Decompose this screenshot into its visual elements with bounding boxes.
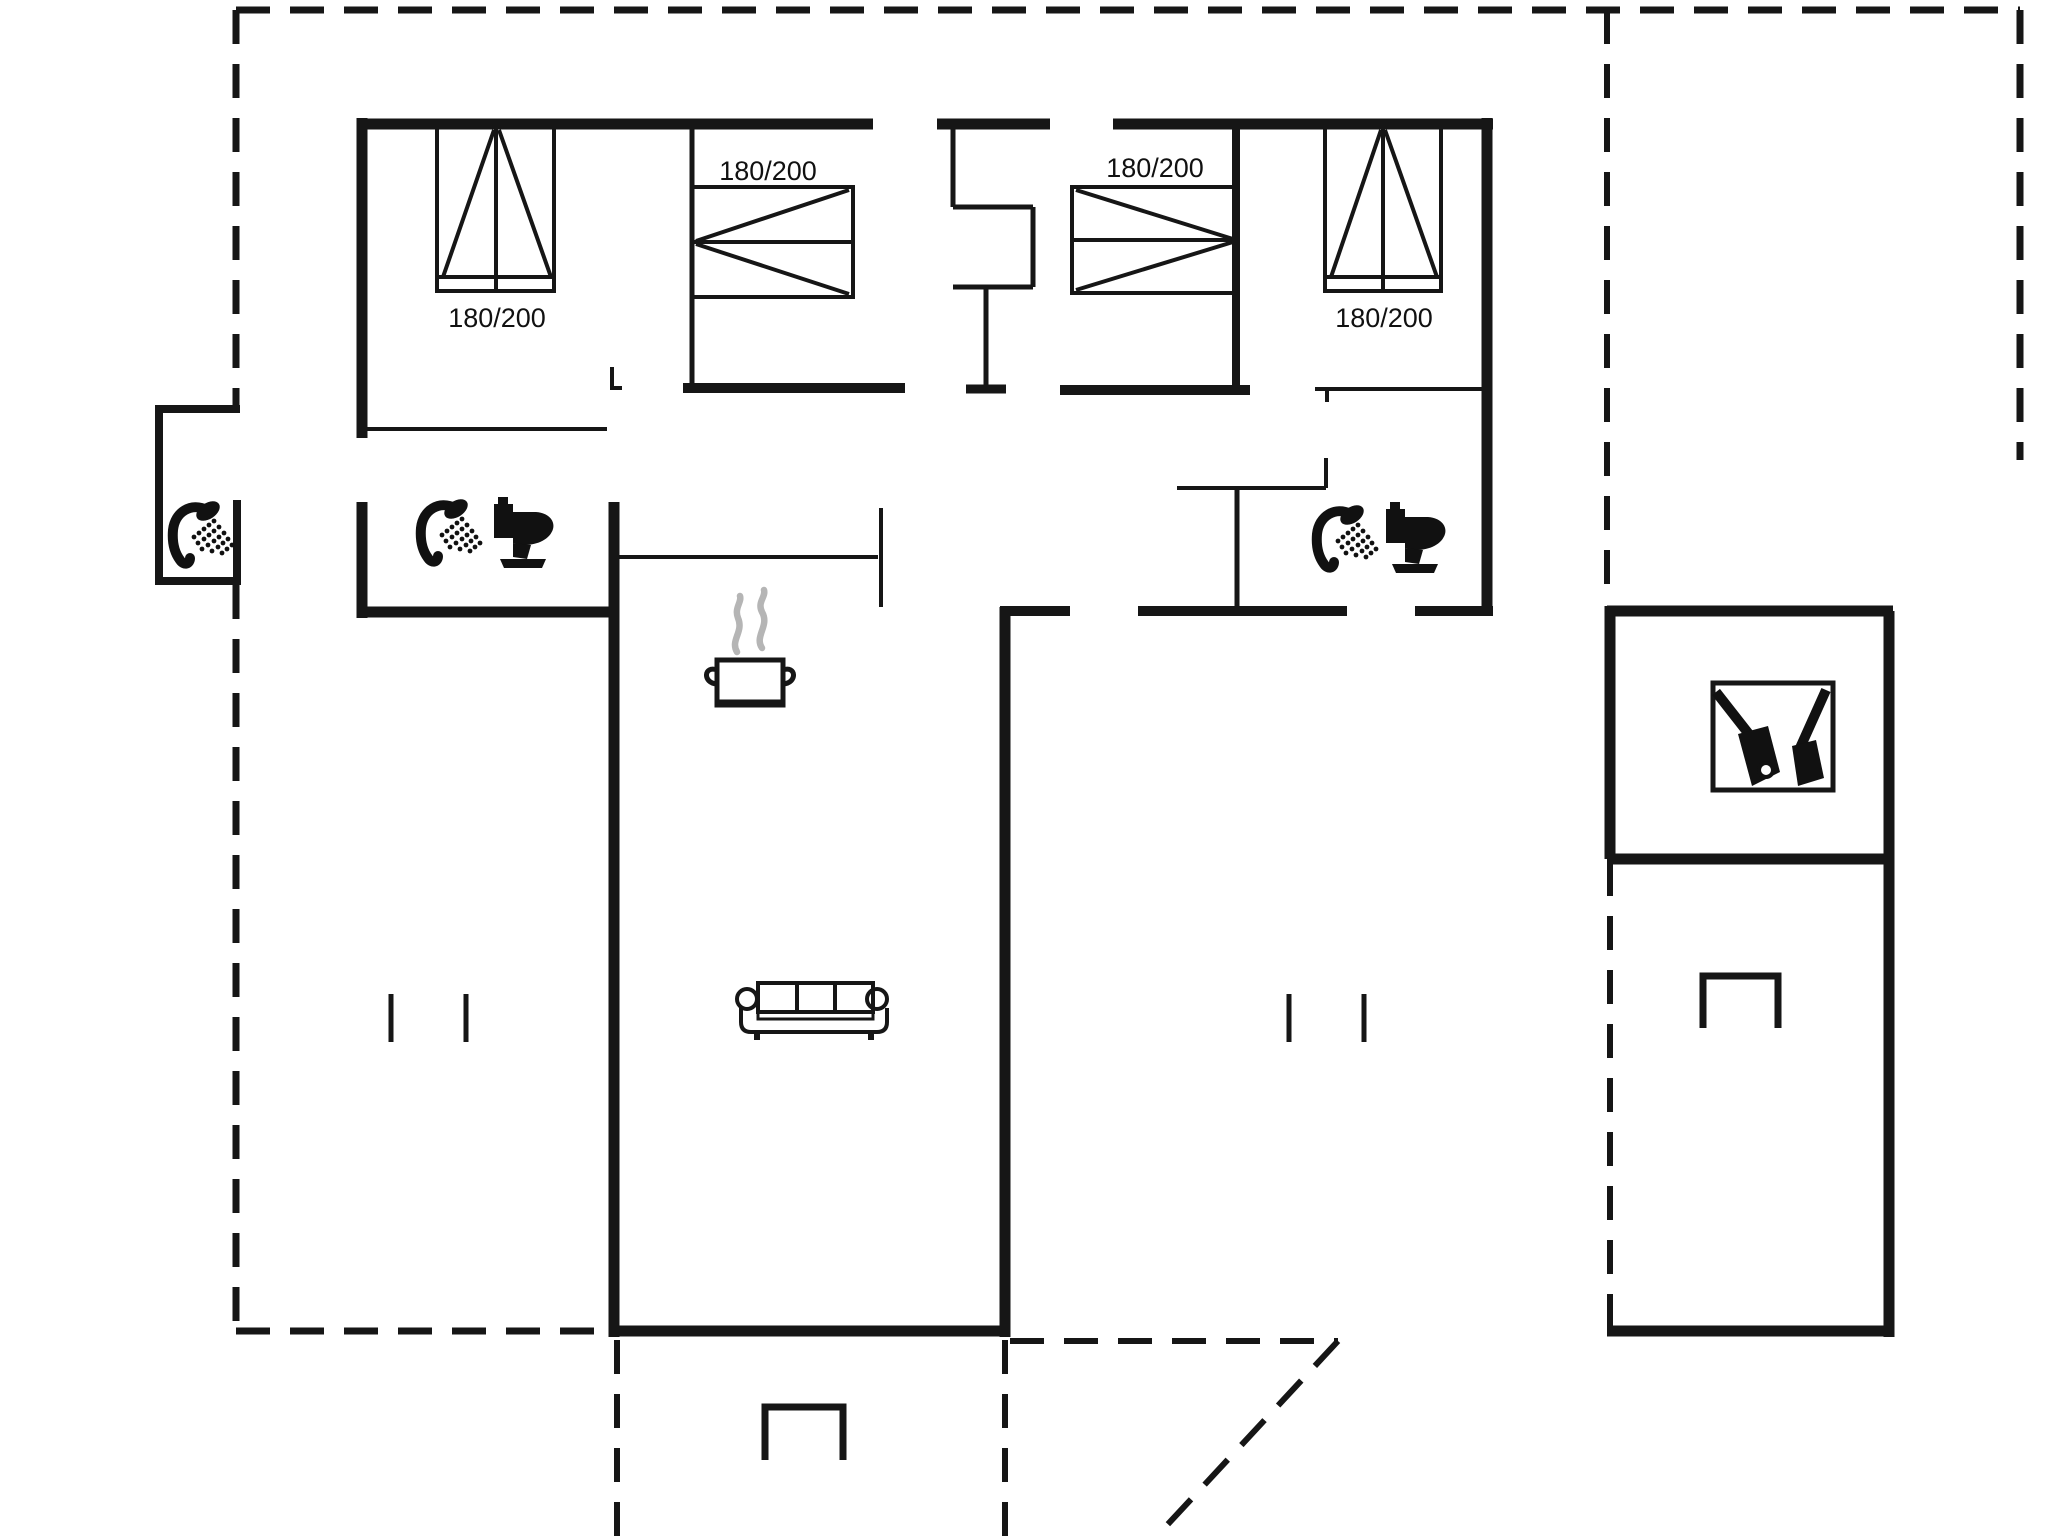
- grill-niche-icon: [1699, 972, 1782, 1028]
- kitchen-counter-lines: [615, 508, 883, 607]
- bed-size-label: 180/200: [448, 303, 546, 333]
- terrace-diagonal: [1153, 1338, 1341, 1536]
- porch-posts: [388, 994, 1367, 1042]
- sofa-icon: [735, 981, 889, 1040]
- left-bedroom-door-stub: [610, 367, 622, 390]
- right-bathroom-partition: [1177, 458, 1328, 490]
- bed-size-label: 180/200: [1335, 303, 1433, 333]
- porch-post-pair-right: [1286, 994, 1367, 1042]
- exterior-walls: [356, 118, 1493, 1337]
- bed-right-vertical: [1323, 124, 1443, 293]
- shower-icon: [1317, 501, 1379, 567]
- cooking-pot-icon: [704, 586, 796, 708]
- outdoor-shower-nook: [155, 405, 241, 585]
- steam-line: [756, 586, 768, 652]
- bed-left-vertical: [435, 124, 556, 293]
- toilet-icon: [494, 497, 554, 568]
- right-bedroom-door-line: [1315, 387, 1483, 402]
- shower-icon: [421, 495, 483, 561]
- terrace-dashed-boundary: [232, 6, 2024, 1536]
- grill-niche-icon: [761, 1403, 847, 1460]
- center-closet-walls: [950, 124, 1036, 290]
- cleaning-tools-icon: [1710, 680, 1836, 793]
- porch-post-pair-left: [388, 994, 469, 1042]
- toilet-icon: [1386, 502, 1446, 573]
- shower-icon: [173, 497, 235, 563]
- bed-size-label: 180/200: [1106, 153, 1204, 183]
- bed-size-label: 180/200: [719, 156, 817, 186]
- utility-room-walls: [1604, 605, 1895, 1337]
- bed-middle-left: [690, 185, 855, 299]
- steam-line: [731, 592, 744, 656]
- bed-middle-right: [1070, 185, 1239, 295]
- outdoor-shower-walls: [155, 405, 241, 585]
